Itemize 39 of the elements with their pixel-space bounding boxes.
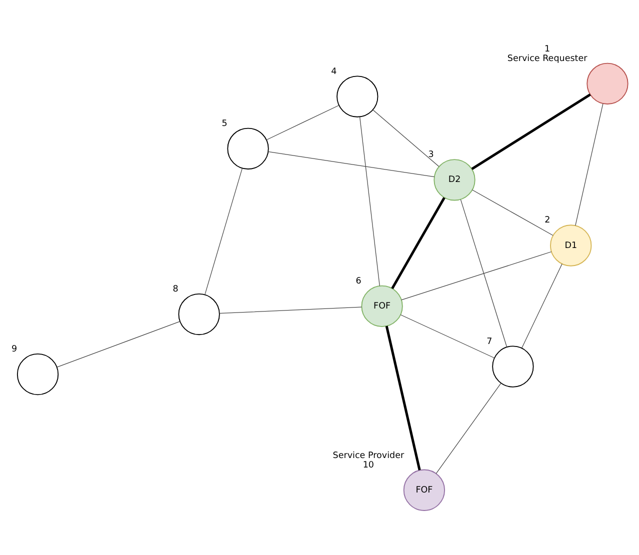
connector bbox=[401, 251, 552, 300]
node-label: Service Provider bbox=[332, 450, 404, 461]
connector bbox=[204, 168, 243, 295]
connector bbox=[266, 105, 340, 140]
connector bbox=[436, 382, 502, 474]
node-circle bbox=[178, 293, 220, 336]
node-circle: FOF bbox=[361, 285, 403, 328]
connector bbox=[372, 110, 440, 167]
node-label: 1 bbox=[544, 44, 550, 55]
connector bbox=[56, 321, 180, 368]
node-label: 8 bbox=[172, 284, 178, 295]
node-circle bbox=[336, 76, 378, 118]
node-circle bbox=[492, 346, 534, 388]
connector bbox=[575, 103, 604, 226]
connector bbox=[359, 116, 380, 286]
node-label: 6 bbox=[356, 276, 362, 286]
connector bbox=[522, 264, 562, 348]
node-label: 7 bbox=[486, 336, 492, 347]
connector bbox=[268, 151, 435, 178]
connector bbox=[400, 314, 494, 358]
connector bbox=[391, 197, 446, 290]
node-label: 2 bbox=[544, 216, 550, 226]
node-circle: FOF bbox=[403, 469, 446, 511]
node-label: 4 bbox=[331, 66, 337, 77]
connector bbox=[219, 306, 362, 314]
connector bbox=[385, 326, 421, 470]
connector bbox=[460, 199, 508, 348]
node-circle bbox=[16, 354, 59, 396]
node-circle bbox=[586, 62, 628, 104]
node-label: 10 bbox=[362, 460, 374, 470]
connector bbox=[471, 93, 591, 170]
node-circle bbox=[227, 128, 269, 170]
node-circle: D1 bbox=[550, 224, 592, 266]
node-label: Service Requester bbox=[507, 54, 588, 64]
node-label: 3 bbox=[428, 150, 434, 160]
node-circle: D2 bbox=[434, 159, 476, 201]
connector bbox=[472, 190, 554, 236]
node-label: 5 bbox=[222, 118, 228, 129]
node-label: 9 bbox=[11, 344, 18, 355]
